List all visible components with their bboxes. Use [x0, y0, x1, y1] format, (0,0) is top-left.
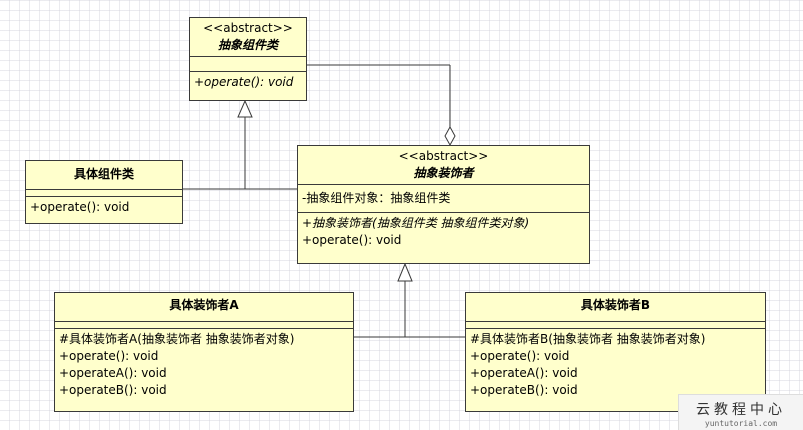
watermark-title: 云教程中心	[696, 402, 786, 418]
decorator-b-operations: #具体装饰者B(抽象装饰者 抽象装饰者对象) +operate(): void …	[466, 329, 765, 401]
decorator-b-name: 具体装饰者B	[580, 298, 651, 312]
decorator-class[interactable]: <<abstract>> 抽象装饰者 -抽象组件对象：抽象组件类 +抽象装饰者(…	[297, 145, 590, 264]
component-name: 抽象组件类	[217, 38, 278, 52]
aggregation-diamond	[444, 125, 456, 147]
concrete-component-operations: +operate(): void	[26, 197, 182, 218]
decorator-class-header: <<abstract>> 抽象装饰者	[298, 146, 589, 185]
concrete-component-operation: +operate(): void	[30, 200, 130, 214]
concrete-component-class[interactable]: 具体组件类 +operate(): void	[25, 160, 183, 224]
decorator-a-attributes	[55, 322, 353, 329]
decorator-a-operate-a: +operateA(): void	[59, 366, 167, 380]
generalization-arrowhead-component	[237, 99, 253, 118]
component-stereotype: <<abstract>>	[203, 21, 293, 35]
decorator-b-attributes	[466, 322, 765, 329]
concrete-component-name: 具体组件类	[73, 167, 134, 181]
decorator-a-name: 具体装饰者A	[169, 298, 239, 312]
decorator-constructor: +抽象装饰者(抽象组件类 抽象组件类对象)	[302, 216, 530, 230]
decorator-a-operate: +operate(): void	[59, 349, 159, 363]
component-class-header: <<abstract>> 抽象组件类	[190, 18, 306, 57]
component-attributes	[190, 57, 306, 72]
component-operations: +operate(): void	[190, 72, 306, 93]
component-class[interactable]: <<abstract>> 抽象组件类 +operate(): void	[189, 17, 307, 101]
decorator-name: 抽象装饰者	[413, 166, 474, 180]
decorator-b-operate-b: +operateB(): void	[470, 383, 578, 397]
decorator-attributes: -抽象组件对象：抽象组件类	[298, 185, 589, 213]
decorator-a-constructor: #具体装饰者A(抽象装饰者 抽象装饰者对象)	[59, 332, 295, 346]
generalization-arrowhead-decorator	[397, 262, 413, 282]
watermark-url: yuntutorial.com	[704, 419, 778, 428]
decorator-a-operations: #具体装饰者A(抽象装饰者 抽象装饰者对象) +operate(): void …	[55, 329, 353, 401]
decorator-operations: +抽象装饰者(抽象组件类 抽象组件类对象) +operate(): void	[298, 213, 589, 251]
watermark: 云教程中心 yuntutorial.com	[678, 394, 803, 430]
decorator-b-constructor: #具体装饰者B(抽象装饰者 抽象装饰者对象)	[470, 332, 706, 346]
decorator-a-header: 具体装饰者A	[55, 293, 353, 322]
decorator-b-class[interactable]: 具体装饰者B #具体装饰者B(抽象装饰者 抽象装饰者对象) +operate()…	[465, 292, 766, 412]
concrete-component-attributes	[26, 190, 182, 197]
decorator-operation: +operate(): void	[302, 233, 402, 247]
decorator-attribute: -抽象组件对象：抽象组件类	[302, 191, 451, 205]
decorator-a-operate-b: +operateB(): void	[59, 383, 167, 397]
decorator-b-operate: +operate(): void	[470, 349, 570, 363]
concrete-component-header: 具体组件类	[26, 161, 182, 190]
decorator-b-operate-a: +operateA(): void	[470, 366, 578, 380]
decorator-b-header: 具体装饰者B	[466, 293, 765, 322]
decorator-a-class[interactable]: 具体装饰者A #具体装饰者A(抽象装饰者 抽象装饰者对象) +operate()…	[54, 292, 354, 412]
component-operation: +operate(): void	[194, 75, 294, 89]
decorator-stereotype: <<abstract>>	[398, 149, 489, 163]
